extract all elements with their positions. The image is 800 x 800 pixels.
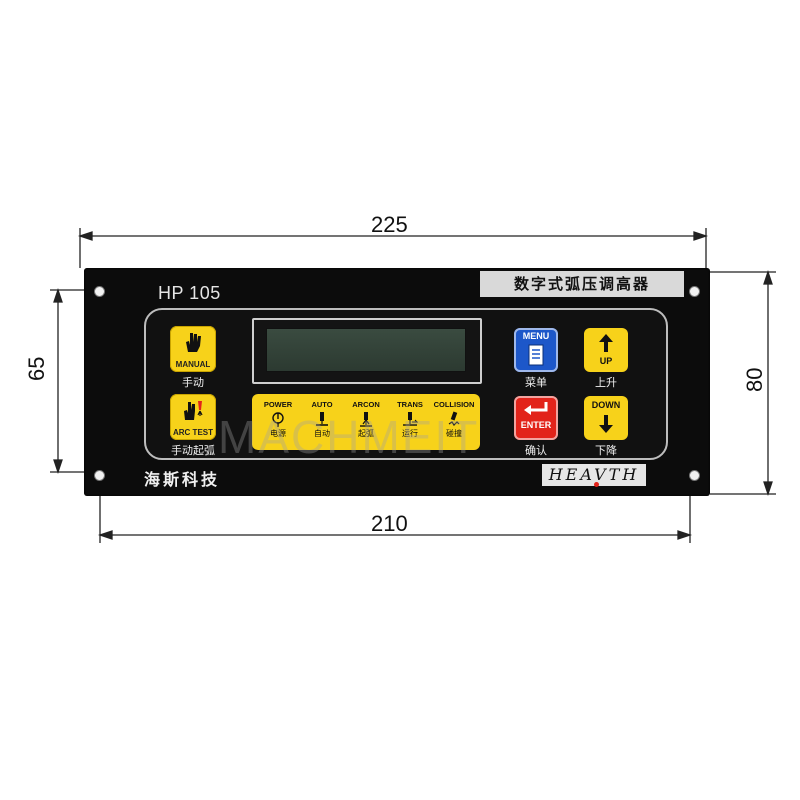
lcd-frame (252, 318, 482, 384)
indicator-strip: POWER 电源 AUTO 自动 ARCON 起弧 (252, 394, 480, 450)
enter-caption: 确认 (525, 444, 547, 457)
control-panel: HP 105 数字式弧压调高器 MANUAL 手动 ARC TEST 手动起弧 … (84, 268, 710, 496)
down-button-label: DOWN (591, 400, 621, 410)
collision-icon (448, 411, 460, 426)
indicator-collision: COLLISION 碰撞 (432, 394, 476, 450)
menu-button-label: MENU (522, 331, 550, 341)
manual-button-label: MANUAL (175, 360, 211, 369)
indicator-collision-caption: 碰撞 (446, 429, 462, 438)
down-button[interactable]: DOWN (584, 396, 628, 440)
lcd-display (266, 328, 466, 372)
arc-test-caption: 手动起弧 (171, 444, 215, 457)
menu-button[interactable]: MENU (514, 328, 558, 372)
arc-on-icon (360, 412, 372, 427)
arc-test-button-label: ARC TEST (173, 428, 213, 437)
product-title: 数字式弧压调高器 (480, 271, 684, 297)
manual-caption: 手动 (182, 376, 204, 389)
torch-auto-icon (316, 412, 328, 426)
menu-caption: 菜单 (525, 376, 547, 389)
indicator-collision-label: COLLISION (433, 400, 475, 409)
mounting-hole-icon (94, 286, 105, 297)
model-name: HP 105 (158, 283, 221, 303)
indicator-auto: AUTO 自动 (300, 394, 344, 450)
indicator-auto-label: AUTO (311, 400, 333, 409)
dimension-width-bottom: 210 (371, 511, 408, 536)
mounting-hole-icon (689, 286, 700, 297)
hand-icon (186, 333, 201, 352)
dimension-height-left: 65 (24, 356, 49, 381)
indicator-trans: TRANS 运行 (388, 394, 432, 450)
return-arrow-icon (524, 402, 548, 415)
indicator-auto-caption: 自动 (314, 429, 330, 438)
down-caption: 下降 (595, 444, 617, 457)
dimension-height-right: 80 (742, 367, 767, 392)
power-plug-icon (272, 412, 284, 427)
mounting-hole-icon (94, 470, 105, 481)
mounting-hole-icon (689, 470, 700, 481)
torch-transfer-icon (403, 412, 418, 426)
document-icon (528, 344, 544, 366)
brand-logo: HEAVTH (542, 464, 646, 486)
indicator-power: POWER 电源 (256, 394, 300, 450)
indicator-trans-caption: 运行 (402, 429, 418, 438)
arrow-up-icon (599, 334, 613, 352)
arc-test-button[interactable]: ARC TEST (170, 394, 216, 440)
up-button-label: UP (599, 356, 613, 366)
indicator-arcon: ARCON 起弧 (344, 394, 388, 450)
hand-arc-icon (184, 401, 203, 420)
brand-chinese: 海斯科技 (144, 470, 221, 489)
enter-button[interactable]: ENTER (514, 396, 558, 440)
manual-button[interactable]: MANUAL (170, 326, 216, 372)
indicator-arcon-caption: 起弧 (358, 429, 374, 438)
arrow-down-icon (599, 415, 613, 433)
indicator-arcon-label: ARCON (352, 400, 380, 409)
brand-star-icon (594, 482, 599, 487)
up-button[interactable]: UP (584, 328, 628, 372)
indicator-trans-label: TRANS (397, 400, 423, 409)
indicator-power-caption: 电源 (270, 429, 286, 438)
dimension-width-top: 225 (371, 212, 408, 237)
up-caption: 上升 (595, 376, 617, 389)
enter-button-label: ENTER (520, 420, 552, 430)
indicator-power-label: POWER (263, 400, 293, 409)
